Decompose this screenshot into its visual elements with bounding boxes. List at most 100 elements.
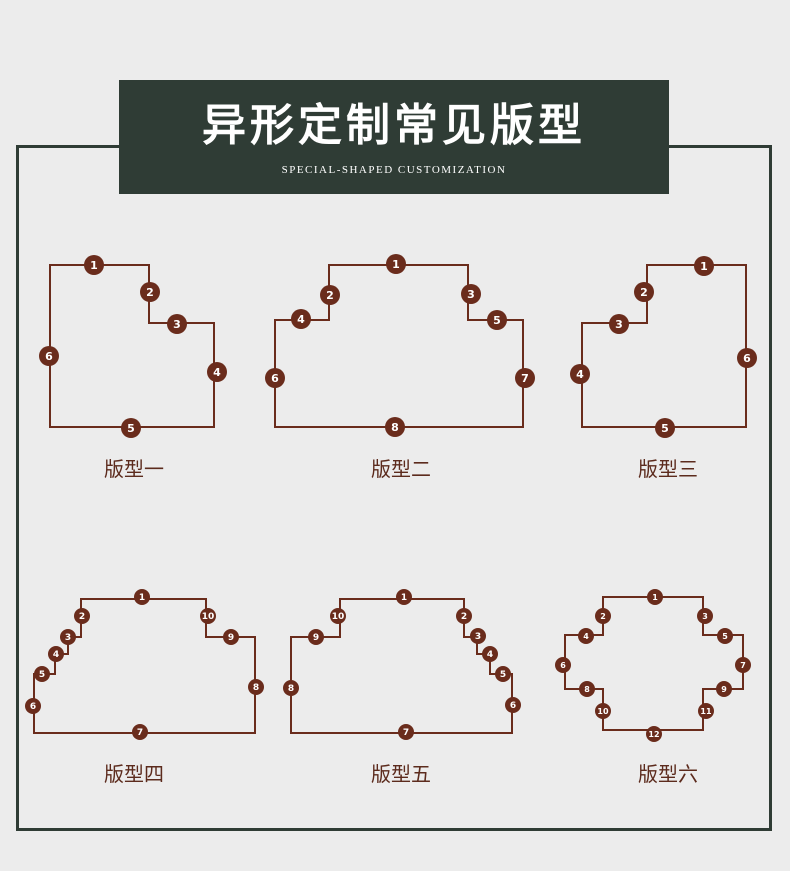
marker-number: 4 — [53, 650, 59, 660]
edge-marker-4-4: 4 — [48, 646, 64, 662]
marker-number: 6 — [271, 372, 279, 385]
marker-number: 5 — [39, 670, 45, 680]
marker-dot — [60, 629, 76, 645]
edge-marker-3-6: 6 — [737, 348, 757, 368]
marker-dot — [167, 314, 187, 334]
marker-dot — [698, 703, 714, 719]
marker-dot — [461, 284, 481, 304]
edge-marker-5-8: 8 — [283, 680, 299, 696]
marker-number: 6 — [45, 350, 53, 363]
marker-number: 2 — [146, 286, 154, 299]
marker-number: 9 — [721, 685, 727, 694]
marker-dot — [470, 628, 486, 644]
shape-label-5: 版型五 — [371, 762, 431, 786]
edge-marker-4-5: 5 — [34, 666, 50, 682]
marker-number: 2 — [640, 286, 648, 299]
edge-marker-4-8: 8 — [248, 679, 264, 695]
marker-number: 8 — [584, 685, 590, 694]
marker-number: 3 — [615, 318, 623, 331]
edge-marker-1-2: 2 — [140, 282, 160, 302]
marker-number: 4 — [487, 650, 493, 660]
edge-marker-2-6: 6 — [265, 368, 285, 388]
edge-marker-5-4: 4 — [482, 646, 498, 662]
marker-dot — [283, 680, 299, 696]
marker-dot — [291, 309, 311, 329]
marker-number: 5 — [722, 632, 728, 641]
edge-marker-4-9: 9 — [223, 629, 239, 645]
marker-dot — [487, 310, 507, 330]
marker-dot — [265, 368, 285, 388]
edge-marker-1-4: 4 — [207, 362, 227, 382]
edge-marker-3-4: 4 — [570, 364, 590, 384]
marker-number: 1 — [90, 259, 98, 272]
edge-marker-2-1: 1 — [386, 254, 406, 274]
marker-number: 10 — [332, 612, 345, 622]
marker-number: 7 — [403, 728, 409, 738]
marker-dot — [121, 418, 141, 438]
marker-number: 8 — [253, 683, 259, 693]
marker-dot — [456, 608, 472, 624]
edge-marker-2-2: 2 — [320, 285, 340, 305]
edge-marker-5-6: 6 — [505, 697, 521, 713]
marker-dot — [207, 362, 227, 382]
marker-dot — [578, 628, 594, 644]
marker-number: 3 — [173, 318, 181, 331]
edge-marker-6-2: 2 — [595, 608, 611, 624]
edge-marker-6-4: 4 — [578, 628, 594, 644]
marker-dot — [595, 703, 611, 719]
edge-marker-6-10: 10 — [595, 703, 611, 719]
edge-marker-5-7: 7 — [398, 724, 414, 740]
edge-marker-6-9: 9 — [716, 681, 732, 697]
edge-marker-4-6: 6 — [25, 698, 41, 714]
edge-marker-4-7: 7 — [132, 724, 148, 740]
marker-number: 3 — [702, 612, 708, 621]
marker-dot — [515, 368, 535, 388]
marker-number: 2 — [600, 612, 606, 621]
marker-dot — [647, 589, 663, 605]
marker-dot — [398, 724, 414, 740]
marker-dot — [134, 589, 150, 605]
marker-number: 2 — [461, 612, 467, 622]
edge-marker-2-4: 4 — [291, 309, 311, 329]
marker-number: 5 — [661, 422, 669, 435]
marker-number: 9 — [228, 633, 234, 643]
marker-dot — [495, 666, 511, 682]
shape-label-3: 版型三 — [638, 457, 698, 481]
edge-marker-2-5: 5 — [487, 310, 507, 330]
shape-label-6: 版型六 — [638, 762, 698, 786]
marker-dot — [555, 657, 571, 673]
edge-marker-2-8: 8 — [385, 417, 405, 437]
shape-outline-5 — [290, 598, 513, 734]
shape-label-4: 版型四 — [104, 762, 164, 786]
marker-dot — [505, 697, 521, 713]
marker-number: 3 — [467, 288, 475, 301]
edge-marker-3-5: 5 — [655, 418, 675, 438]
marker-dot — [132, 724, 148, 740]
marker-number: 1 — [652, 593, 658, 602]
marker-number: 6 — [30, 702, 36, 712]
marker-dot — [694, 256, 714, 276]
marker-number: 5 — [500, 670, 506, 680]
edge-marker-5-9: 9 — [308, 629, 324, 645]
edge-marker-6-6: 6 — [555, 657, 571, 673]
marker-number: 3 — [65, 633, 71, 643]
marker-number: 6 — [743, 352, 751, 365]
marker-number: 1 — [401, 593, 407, 603]
page-subtitle: SPECIAL-SHAPED CUSTOMIZATION — [281, 164, 507, 176]
marker-dot — [595, 608, 611, 624]
marker-number: 10 — [202, 612, 215, 622]
marker-dot — [248, 679, 264, 695]
marker-number: 6 — [510, 701, 516, 711]
edge-marker-2-3: 3 — [461, 284, 481, 304]
marker-number: 12 — [648, 730, 659, 739]
edge-marker-5-3: 3 — [470, 628, 486, 644]
marker-dot — [84, 255, 104, 275]
shape-outline-6 — [564, 596, 744, 731]
marker-dot — [646, 726, 662, 742]
edge-marker-4-2: 2 — [74, 608, 90, 624]
shape-outline-3 — [581, 264, 747, 428]
edge-marker-3-3: 3 — [609, 314, 629, 334]
marker-dot — [330, 608, 346, 624]
marker-dot — [634, 282, 654, 302]
